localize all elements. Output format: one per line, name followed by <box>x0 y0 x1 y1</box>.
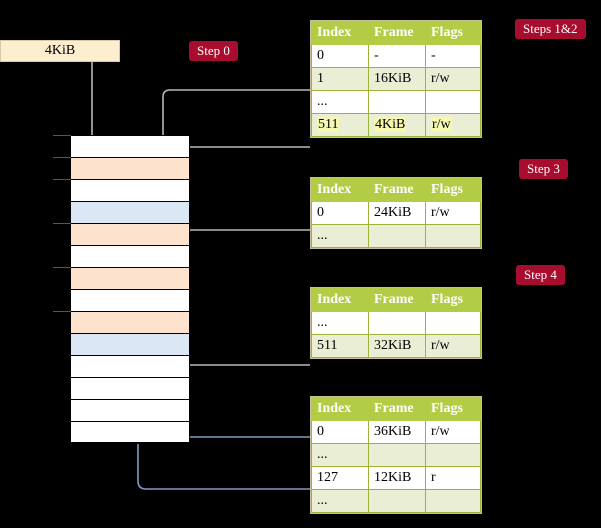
memory-row <box>53 267 189 289</box>
table-cell: 36KiB <box>368 420 426 444</box>
highlighted-value: 4KiB <box>374 116 407 132</box>
table-cell: 12KiB <box>368 466 426 490</box>
table-cell: 24KiB <box>368 201 426 225</box>
table-cell: 0 <box>311 201 369 225</box>
table-cell <box>368 443 426 467</box>
table-cell: 0 <box>311 44 369 68</box>
column-header-frame: Frame <box>368 397 426 421</box>
memory-row <box>71 289 189 311</box>
table-cell <box>368 311 426 335</box>
column-header-index: Index <box>311 21 369 45</box>
column-header-flags: Flags <box>425 21 481 45</box>
memory-column <box>53 135 190 444</box>
column-header-index: Index <box>311 288 369 312</box>
table-cell: ... <box>311 224 369 248</box>
table-row: 0-- <box>311 44 481 68</box>
table-cell: r/w <box>425 334 481 358</box>
table-cell: - <box>368 44 426 68</box>
badge-step-3: Step 3 <box>519 159 568 179</box>
table-cell: 4KiB <box>368 113 426 137</box>
table-row: ... <box>311 311 481 335</box>
memory-row <box>71 333 189 355</box>
memory-row <box>53 223 189 245</box>
table-row: ... <box>311 90 481 114</box>
memory-row <box>53 179 189 201</box>
table-cell <box>425 311 481 335</box>
table-cell: 32KiB <box>368 334 426 358</box>
table-cell <box>425 443 481 467</box>
table-cell: 0 <box>311 420 369 444</box>
table-cell: r/w <box>425 113 481 137</box>
column-header-index: Index <box>311 178 369 202</box>
badge-step-0: Step 0 <box>189 41 238 61</box>
source-frame-box: 4KiB <box>0 40 120 62</box>
memory-row <box>71 355 189 377</box>
memory-row-tick <box>53 157 71 158</box>
column-header-flags: Flags <box>425 288 481 312</box>
memory-row-tick <box>53 267 71 268</box>
table-cell <box>368 224 426 248</box>
table-cell: r/w <box>425 67 481 91</box>
memory-row-tick <box>53 223 71 224</box>
memory-row <box>71 245 189 267</box>
table-cell <box>425 224 481 248</box>
badge-step-4: Step 4 <box>516 265 565 285</box>
column-header-frame: Frame <box>368 178 426 202</box>
table-cell: 127 <box>311 466 369 490</box>
table-cell: r/w <box>425 420 481 444</box>
column-header-index: Index <box>311 397 369 421</box>
table-cell: 511 <box>311 334 369 358</box>
table-cell: 16KiB <box>368 67 426 91</box>
column-header-flags: Flags <box>425 178 481 202</box>
table-cell: r/w <box>425 201 481 225</box>
table-cell: 511 <box>311 113 369 137</box>
table-cell: ... <box>311 311 369 335</box>
memory-row-tick <box>53 179 71 180</box>
memory-row <box>53 157 189 179</box>
column-header-frame: Frame <box>368 21 426 45</box>
table-row: ... <box>311 224 481 248</box>
table-row: ... <box>311 443 481 467</box>
column-header-frame: Frame <box>368 288 426 312</box>
memory-row <box>53 311 189 333</box>
memory-row <box>71 421 189 443</box>
table-cell: ... <box>311 90 369 114</box>
table-cell <box>425 489 481 513</box>
table-cell: ... <box>311 443 369 467</box>
memory-row <box>71 201 189 223</box>
highlighted-value: 511 <box>317 116 340 132</box>
highlighted-value: r/w <box>431 116 452 132</box>
memory-row <box>71 399 189 421</box>
source-frame-label: 4KiB <box>44 43 76 58</box>
table-cell: r <box>425 466 481 490</box>
table-cell <box>368 489 426 513</box>
badge-steps-1-2: Steps 1&2 <box>515 19 586 39</box>
table-cell: - <box>425 44 481 68</box>
table-cell: ... <box>311 489 369 513</box>
table-cell <box>425 90 481 114</box>
memory-row-tick <box>53 311 71 312</box>
memory-row <box>53 135 189 157</box>
memory-row <box>71 377 189 399</box>
table-cell <box>368 90 426 114</box>
table-row: ... <box>311 489 481 513</box>
memory-row-tick <box>53 135 71 136</box>
table-row: 511 4KiB r/w <box>311 113 481 137</box>
table-cell: 1 <box>311 67 369 91</box>
column-header-flags: Flags <box>425 397 481 421</box>
